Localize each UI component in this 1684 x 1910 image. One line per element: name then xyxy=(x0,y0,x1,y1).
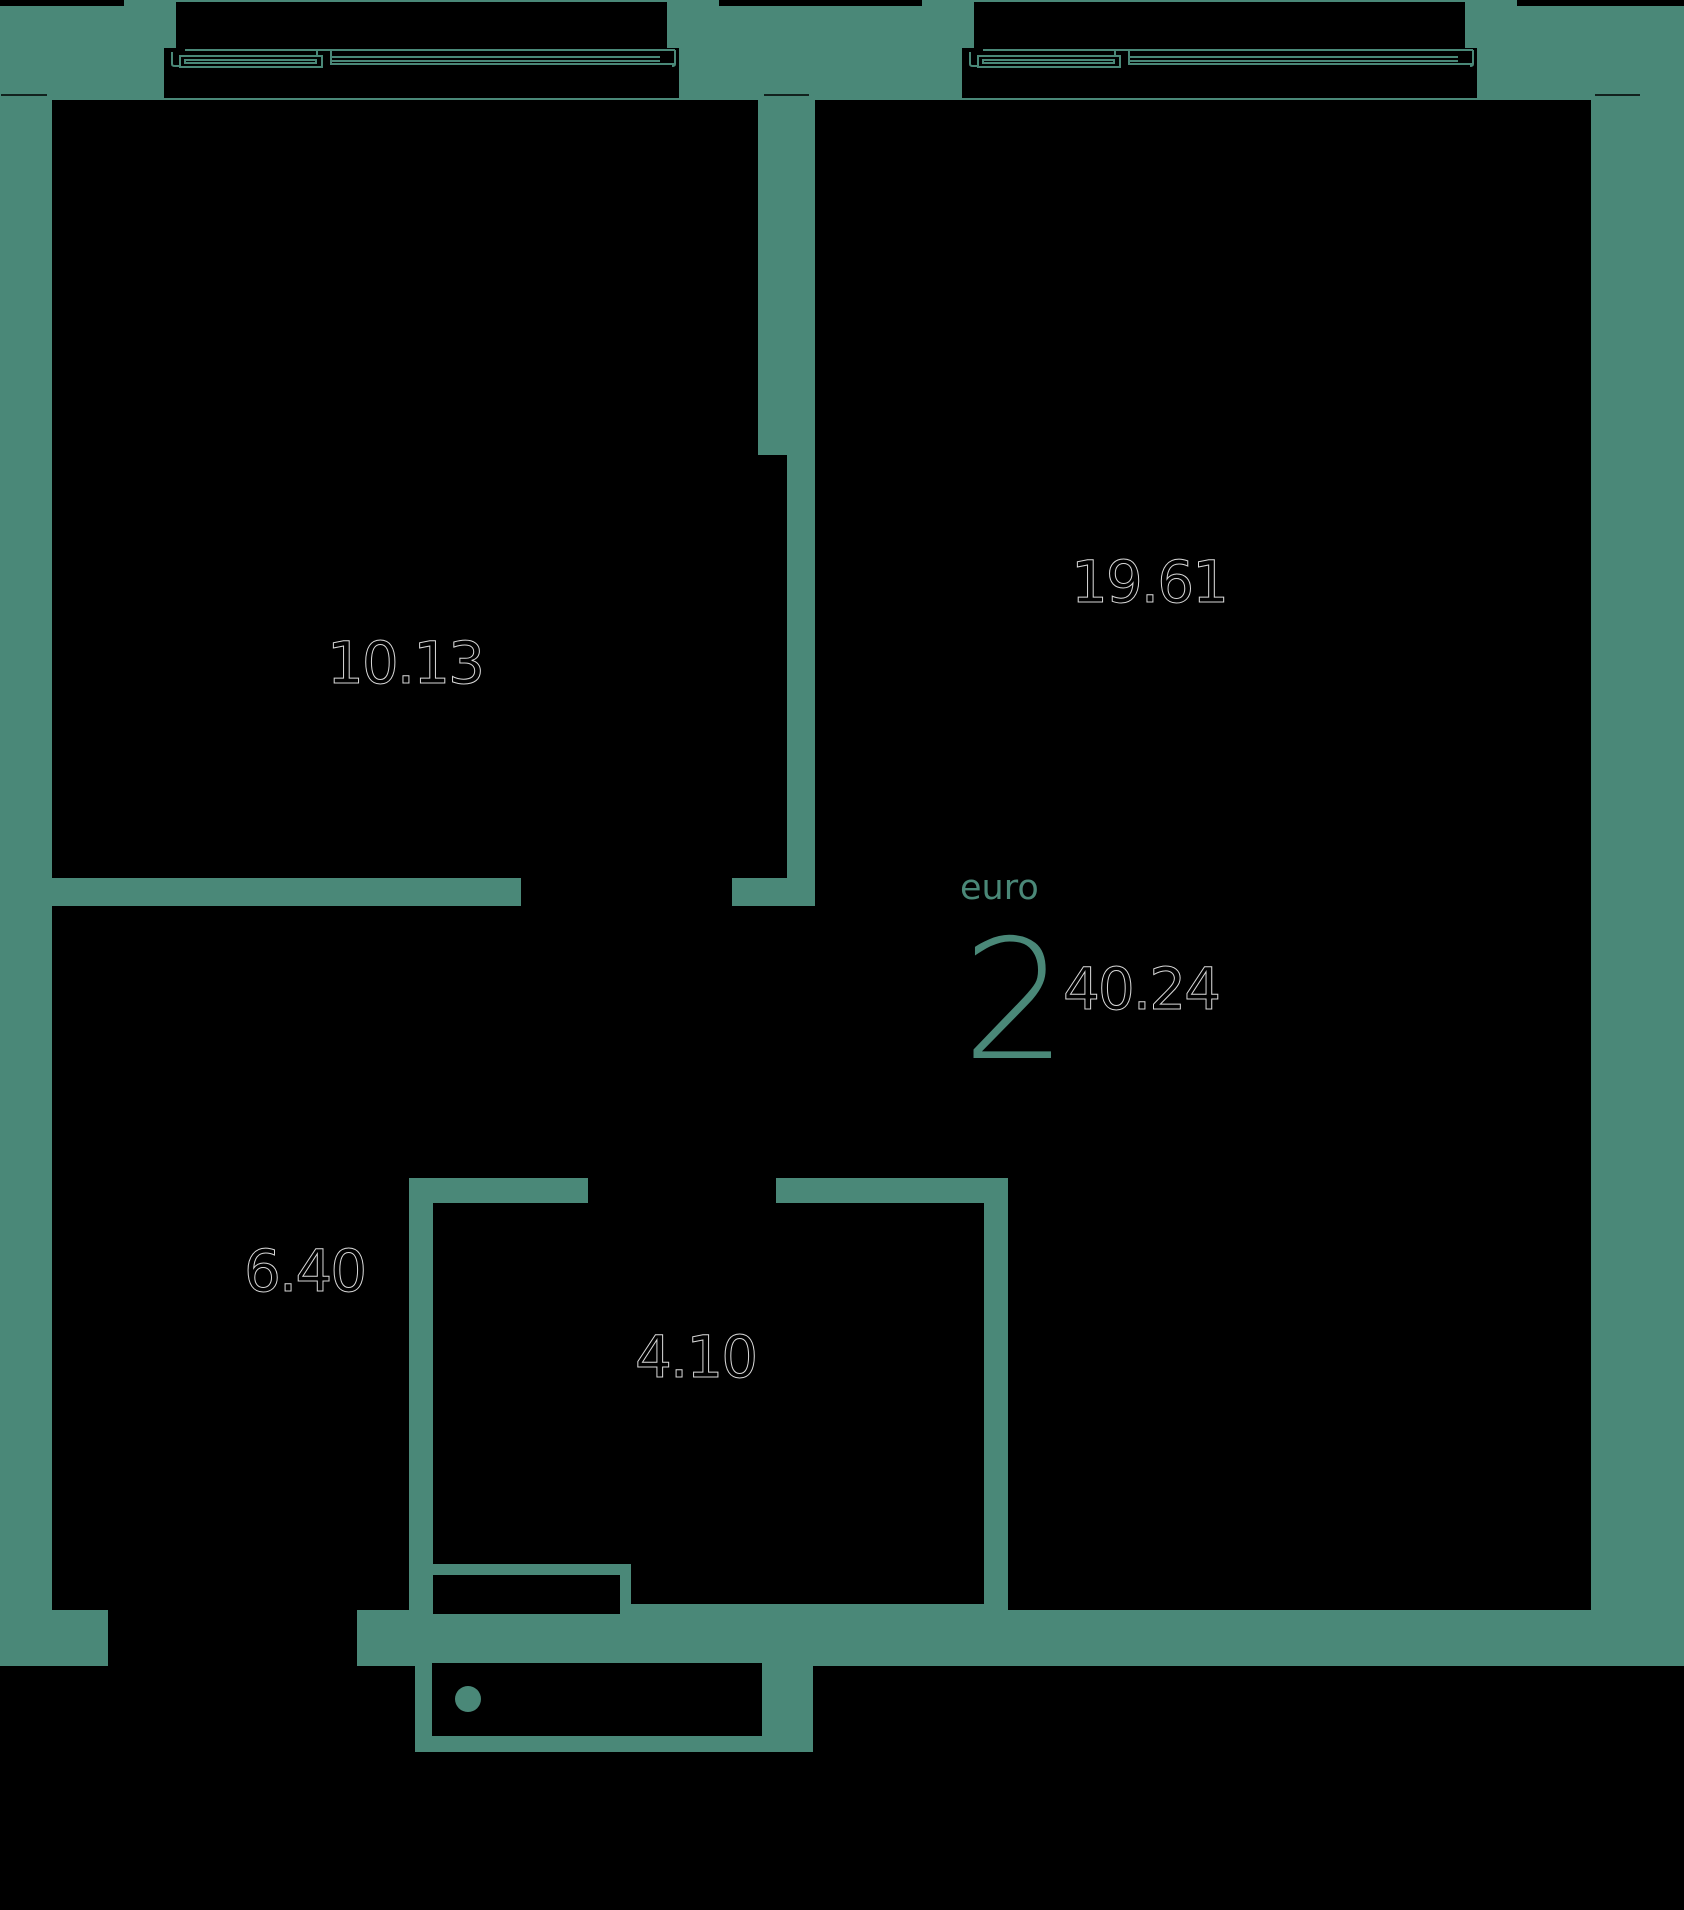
room-bedroom xyxy=(52,100,787,878)
exterior-bottom xyxy=(0,1666,1684,1910)
exterior-top-left xyxy=(0,0,124,6)
rooms-count: 2 xyxy=(962,905,1068,1098)
room-area-bedroom: 10.13 xyxy=(326,629,485,697)
room-area-hallway: 6.40 xyxy=(243,1237,367,1305)
window-bedroom xyxy=(164,2,679,98)
appliance-niche xyxy=(433,1575,620,1614)
shaft-inner xyxy=(432,1663,762,1736)
exterior-top-right xyxy=(1517,0,1684,6)
bathroom-door-gap xyxy=(588,1178,776,1203)
room-area-bathroom: 4.10 xyxy=(634,1323,758,1391)
exterior-top-middle xyxy=(719,0,922,6)
room-living-hall xyxy=(52,100,1591,1667)
riser-pipe-icon xyxy=(455,1686,481,1712)
window-living xyxy=(962,2,1477,98)
total-area: 40.24 xyxy=(1062,955,1221,1023)
room-area-living: 19.61 xyxy=(1070,548,1229,616)
room-bathroom xyxy=(433,1203,984,1604)
apartment-type-label: euro xyxy=(960,868,1039,908)
